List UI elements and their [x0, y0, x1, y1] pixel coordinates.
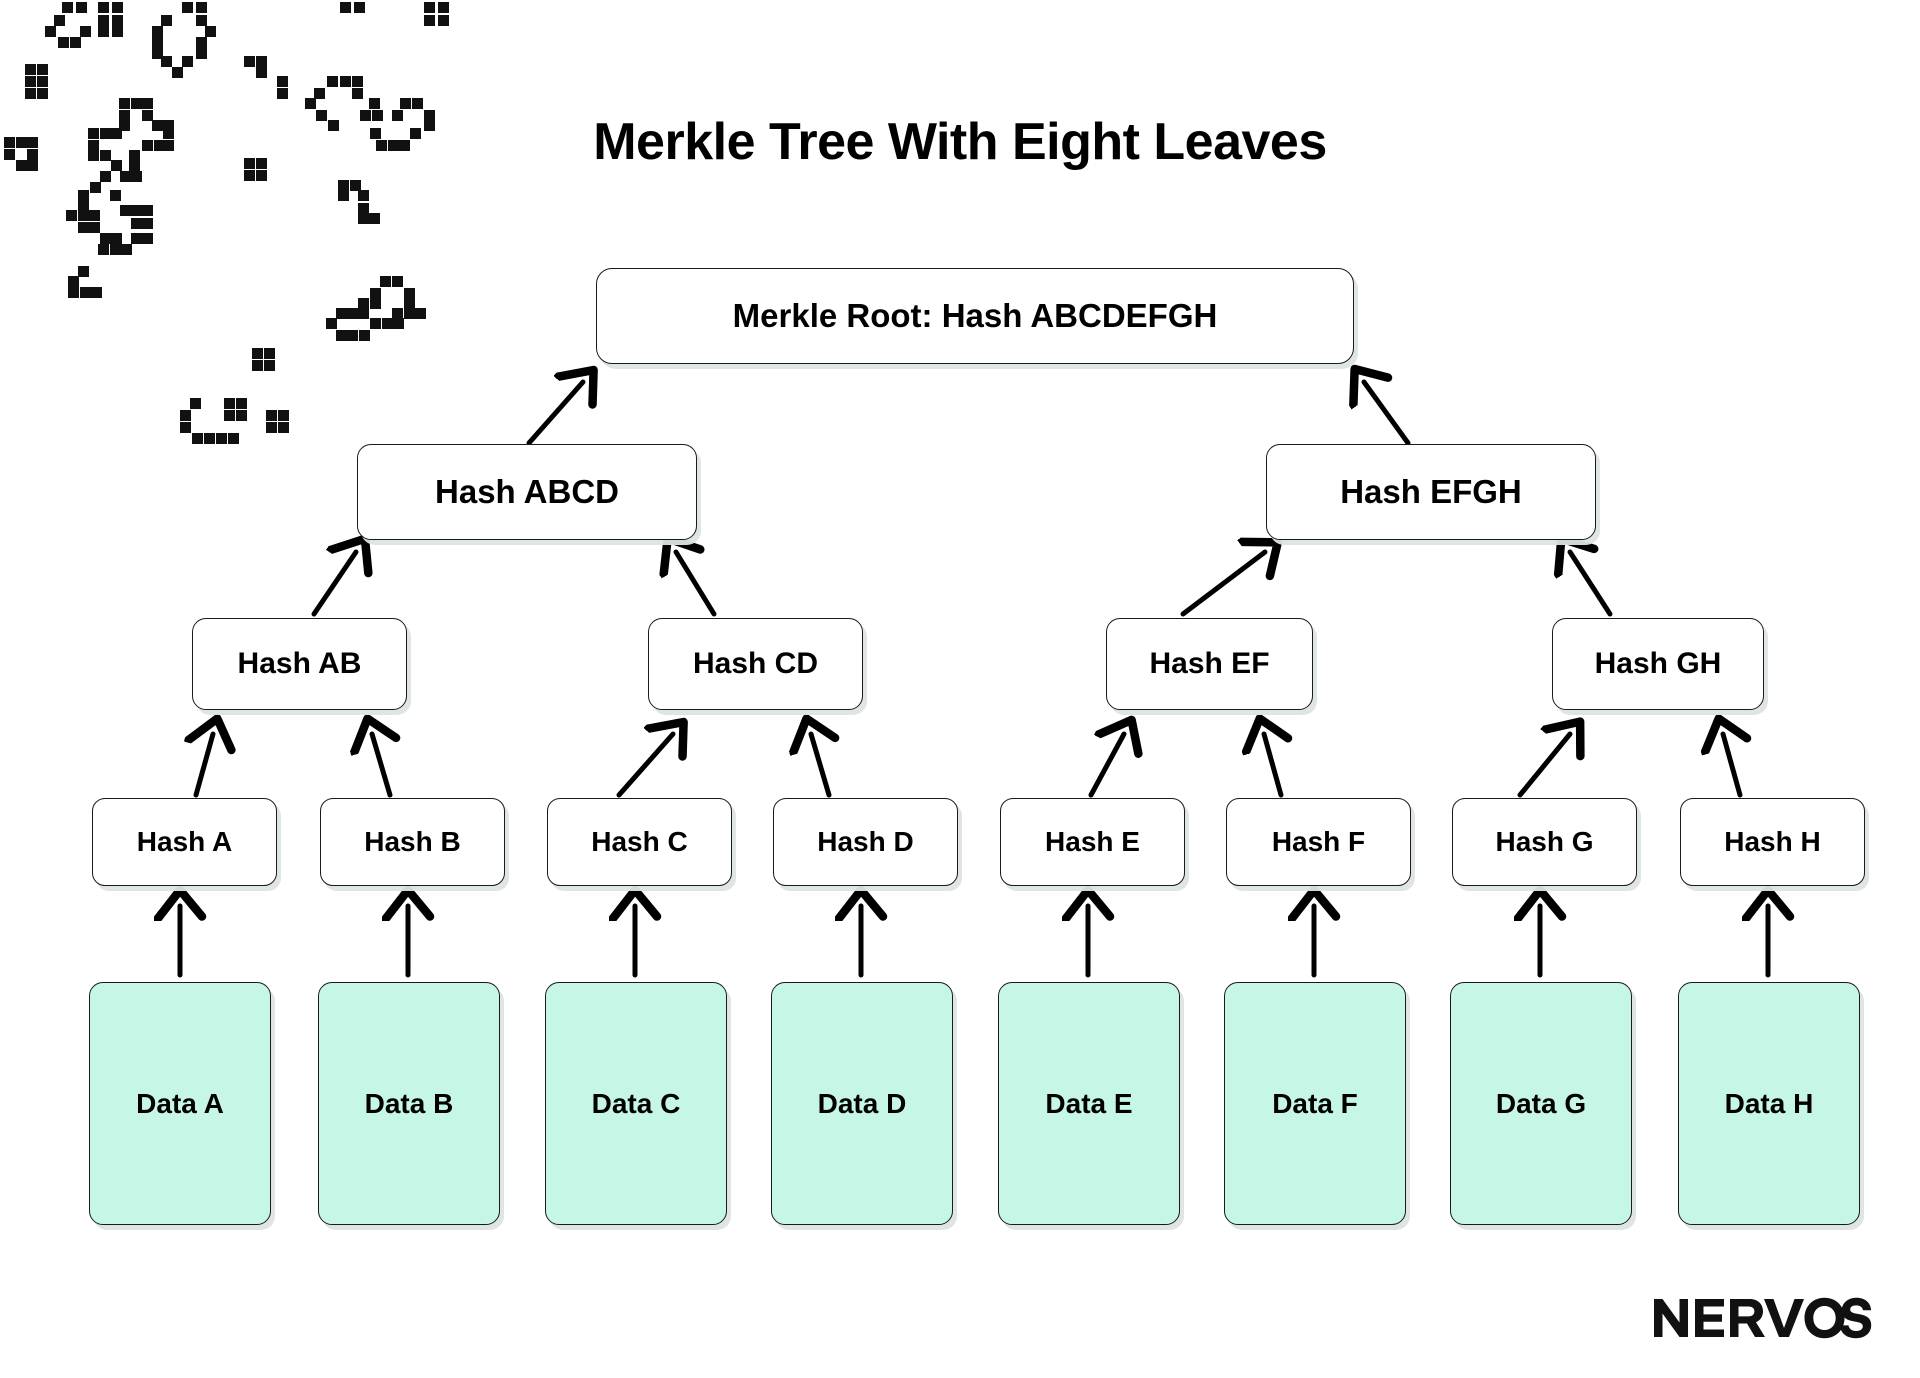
node-hash-f-label: Hash F [1271, 826, 1366, 857]
node-hash-gh[interactable]: Hash GH [1552, 618, 1764, 710]
node-hash-efgh[interactable]: Hash EFGH [1266, 444, 1596, 540]
edge-hash-b-to-ab [372, 734, 390, 798]
node-data-e-label: Data E [1045, 1087, 1133, 1119]
edge-hash-efgh-to-root [1364, 382, 1411, 446]
pixel-dot-cluster-decoration [4, 2, 449, 444]
node-data-f[interactable]: Data F [1224, 982, 1406, 1225]
edge-hash-f-to-ef [1264, 734, 1281, 798]
node-hash-cd[interactable]: Hash CD [648, 618, 863, 710]
node-merkle-root[interactable]: Merkle Root: Hash ABCDEFGH [596, 268, 1354, 364]
node-hash-ef-label: Hash EF [1149, 647, 1270, 680]
edge-hash-c-to-cd [616, 734, 673, 798]
node-hash-cd-label: Hash CD [692, 647, 819, 680]
node-hash-efgh-label: Hash EFGH [1340, 473, 1522, 510]
node-data-c-label: Data C [591, 1087, 681, 1119]
edge-hash-g-to-gh [1517, 734, 1570, 798]
node-data-c[interactable]: Data C [545, 982, 727, 1225]
nervos-logo [1654, 1297, 1872, 1339]
node-data-a[interactable]: Data A [89, 982, 271, 1225]
edge-hash-d-to-cd [811, 734, 829, 798]
edge-hash-e-to-ef [1088, 734, 1124, 798]
node-hash-d-label: Hash D [817, 826, 914, 857]
node-hash-ab[interactable]: Hash AB [192, 618, 407, 710]
nervos-logo-mark [1654, 1297, 1872, 1339]
edge-hash-gh-to-efgh [1570, 552, 1613, 617]
edge-hash-a-to-ab [196, 734, 213, 798]
node-hash-f[interactable]: Hash F [1226, 798, 1411, 886]
node-hash-c-label: Hash C [591, 826, 688, 857]
node-hash-d[interactable]: Hash D [773, 798, 958, 886]
node-hash-e-label: Hash E [1045, 826, 1140, 857]
node-hash-h-label: Hash H [1724, 826, 1821, 857]
node-hash-ab-label: Hash AB [237, 647, 362, 680]
node-hash-e[interactable]: Hash E [1000, 798, 1185, 886]
edge-hash-ab-to-abcd [311, 552, 356, 617]
node-hash-abcd[interactable]: Hash ABCD [357, 444, 697, 540]
node-data-e[interactable]: Data E [998, 982, 1180, 1225]
node-hash-c[interactable]: Hash C [547, 798, 732, 886]
node-hash-gh-label: Hash GH [1594, 647, 1722, 680]
node-hash-b-label: Hash B [364, 826, 461, 857]
node-hash-a-label: Hash A [136, 826, 233, 857]
node-data-h[interactable]: Data H [1678, 982, 1860, 1225]
node-data-g-label: Data G [1495, 1087, 1587, 1119]
node-data-d[interactable]: Data D [771, 982, 953, 1225]
node-data-h-label: Data H [1724, 1087, 1814, 1119]
page-title: Merkle Tree With Eight Leaves [593, 113, 1327, 171]
node-data-g[interactable]: Data G [1450, 982, 1632, 1225]
edge-hash-h-to-gh [1723, 734, 1740, 798]
node-data-f-label: Data F [1272, 1087, 1358, 1119]
node-merkle-root-label: Merkle Root: Hash ABCDEFGH [732, 297, 1218, 334]
node-hash-h[interactable]: Hash H [1680, 798, 1865, 886]
edge-hash-ef-to-efgh [1180, 552, 1265, 617]
node-data-b-label: Data B [364, 1087, 454, 1119]
node-data-a-label: Data A [136, 1087, 224, 1119]
node-hash-g-label: Hash G [1495, 826, 1594, 857]
node-hash-g[interactable]: Hash G [1452, 798, 1637, 886]
edge-hash-cd-to-abcd [676, 552, 717, 617]
node-hash-abcd-label: Hash ABCD [435, 473, 619, 510]
node-hash-b[interactable]: Hash B [320, 798, 505, 886]
node-data-d-label: Data D [817, 1087, 907, 1119]
node-hash-a[interactable]: Hash A [92, 798, 277, 886]
node-hash-ef[interactable]: Hash EF [1106, 618, 1313, 710]
edge-hash-abcd-to-root [526, 382, 583, 446]
node-data-b[interactable]: Data B [318, 982, 500, 1225]
